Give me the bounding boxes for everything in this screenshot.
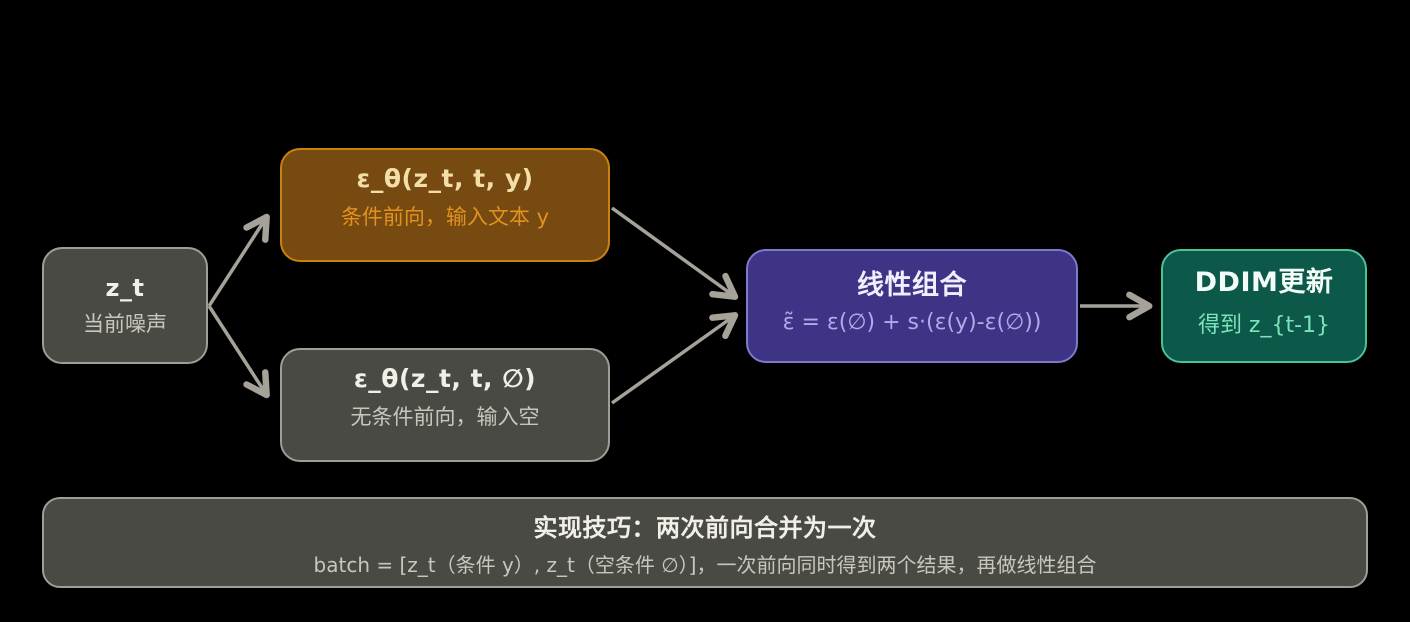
node-ddim-update-title: DDIM更新 <box>1194 266 1334 298</box>
node-conditional-forward: ε_θ(z_t, t, y) 条件前向，输入文本 y <box>280 148 610 262</box>
arrow-zt-to-uncond <box>207 305 270 399</box>
node-unconditional-forward-subtitle: 无条件前向，输入空 <box>350 404 540 429</box>
implementation-note: 实现技巧：两次前向合并为一次 batch = [z_t（条件 y）, z_t（空… <box>42 497 1368 588</box>
arrow-zt-to-cond <box>207 213 270 307</box>
node-conditional-forward-title: ε_θ(z_t, t, y) <box>356 163 534 193</box>
node-linear-combination-title: 线性组合 <box>857 270 967 301</box>
node-ddim-update: DDIM更新 得到 z_{t-1} <box>1161 249 1367 363</box>
node-linear-combination-formula: ε̃ = ε(∅) + s·(ε(y)-ε(∅)) <box>782 310 1042 335</box>
arrow-uncond-to-combine <box>610 312 739 405</box>
implementation-note-detail: batch = [z_t（条件 y）, z_t（空条件 ∅）]，一次前向同时得到… <box>313 552 1097 577</box>
node-linear-combination: 线性组合 ε̃ = ε(∅) + s·(ε(y)-ε(∅)) <box>746 249 1078 363</box>
implementation-note-title: 实现技巧：两次前向合并为一次 <box>533 513 877 542</box>
node-zt-subtitle: 当前噪声 <box>83 311 167 336</box>
node-unconditional-forward: ε_θ(z_t, t, ∅) 无条件前向，输入空 <box>280 348 610 462</box>
node-ddim-update-subtitle: 得到 z_{t-1} <box>1197 312 1331 338</box>
node-zt-title: z_t <box>105 273 145 302</box>
arrow-cond-to-combine <box>610 206 739 300</box>
node-unconditional-forward-title: ε_θ(z_t, t, ∅) <box>353 363 537 393</box>
node-conditional-forward-subtitle: 条件前向，输入文本 y <box>340 204 550 229</box>
node-zt: z_t 当前噪声 <box>42 247 208 364</box>
